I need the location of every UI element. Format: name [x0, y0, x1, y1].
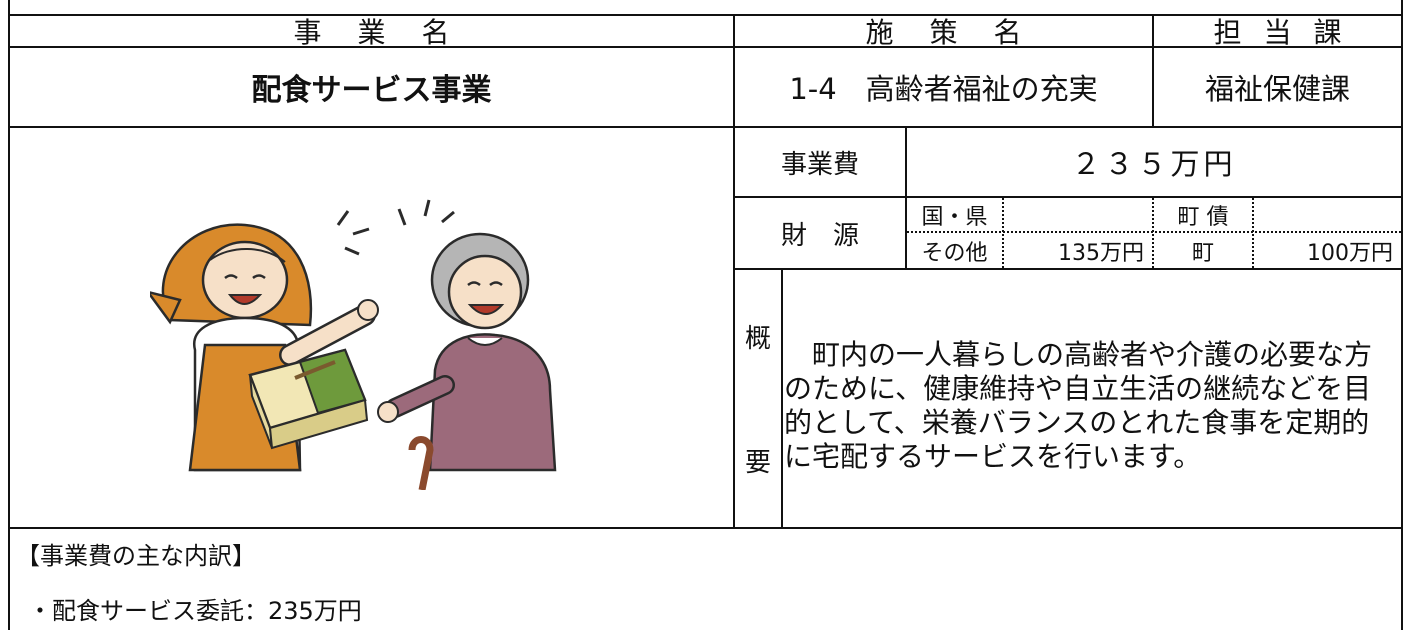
top-border [8, 14, 1403, 16]
overview-text: 町内の一人暮らしの高齢者や介護の必要な方のために、健康維持や自立生活の継続などを… [784, 338, 1373, 473]
funding-bond-value [1254, 198, 1401, 231]
funding-national-pref-label: 国・県 [921, 204, 988, 230]
breakdown-heading: 【事業費の主な内訳】 [16, 542, 256, 570]
project-title: 配食サービス事業 [251, 73, 492, 108]
funding-other-value: 135万円 [1058, 240, 1144, 266]
department-value: 福祉保健課 [1204, 72, 1350, 106]
header-project-name: 事業名 [293, 16, 486, 49]
overview-label-top: 概 [744, 323, 771, 354]
right-border [1401, 0, 1403, 630]
lunch-box [248, 348, 369, 450]
elder-figure [377, 199, 557, 490]
col-divider-2 [1152, 14, 1154, 128]
breakdown-item: ・配食サービス委託：235万円 [28, 597, 362, 625]
server-figure [150, 210, 379, 472]
main-divider [8, 527, 1403, 529]
funding-dotted-row [907, 231, 1401, 233]
cost-divider [733, 196, 1403, 198]
cost-value: ２３５万円 [1071, 147, 1237, 181]
overview-label-bottom: 要 [744, 447, 771, 478]
header-policy-name: 施策名 [865, 16, 1058, 49]
cost-label-divider [905, 126, 907, 270]
funding-other-label: その他 [921, 240, 988, 266]
funding-dotted-col-2 [1152, 198, 1154, 268]
funding-bond-label: 町 債 [1177, 204, 1229, 230]
col-divider-1 [733, 14, 735, 529]
funding-town-value: 100万円 [1307, 240, 1393, 266]
meal-delivery-illustration [150, 199, 557, 490]
funding-label: 財 源 [780, 220, 859, 251]
title-divider [8, 126, 1403, 128]
policy-value: 1-4 高齢者福祉の充実 [789, 72, 1098, 106]
left-border [8, 0, 10, 630]
funding-town-label: 町 [1191, 240, 1214, 266]
funding-national-pref-value [1004, 198, 1152, 231]
funding-dotted-col-1 [1002, 198, 1004, 268]
header-department: 担当課 [1213, 16, 1364, 49]
funding-divider [733, 268, 1403, 270]
header-divider [8, 46, 1403, 48]
cost-label: 事業費 [780, 149, 859, 180]
funding-dotted-col-3 [1252, 198, 1254, 268]
overview-label-divider [781, 268, 783, 529]
